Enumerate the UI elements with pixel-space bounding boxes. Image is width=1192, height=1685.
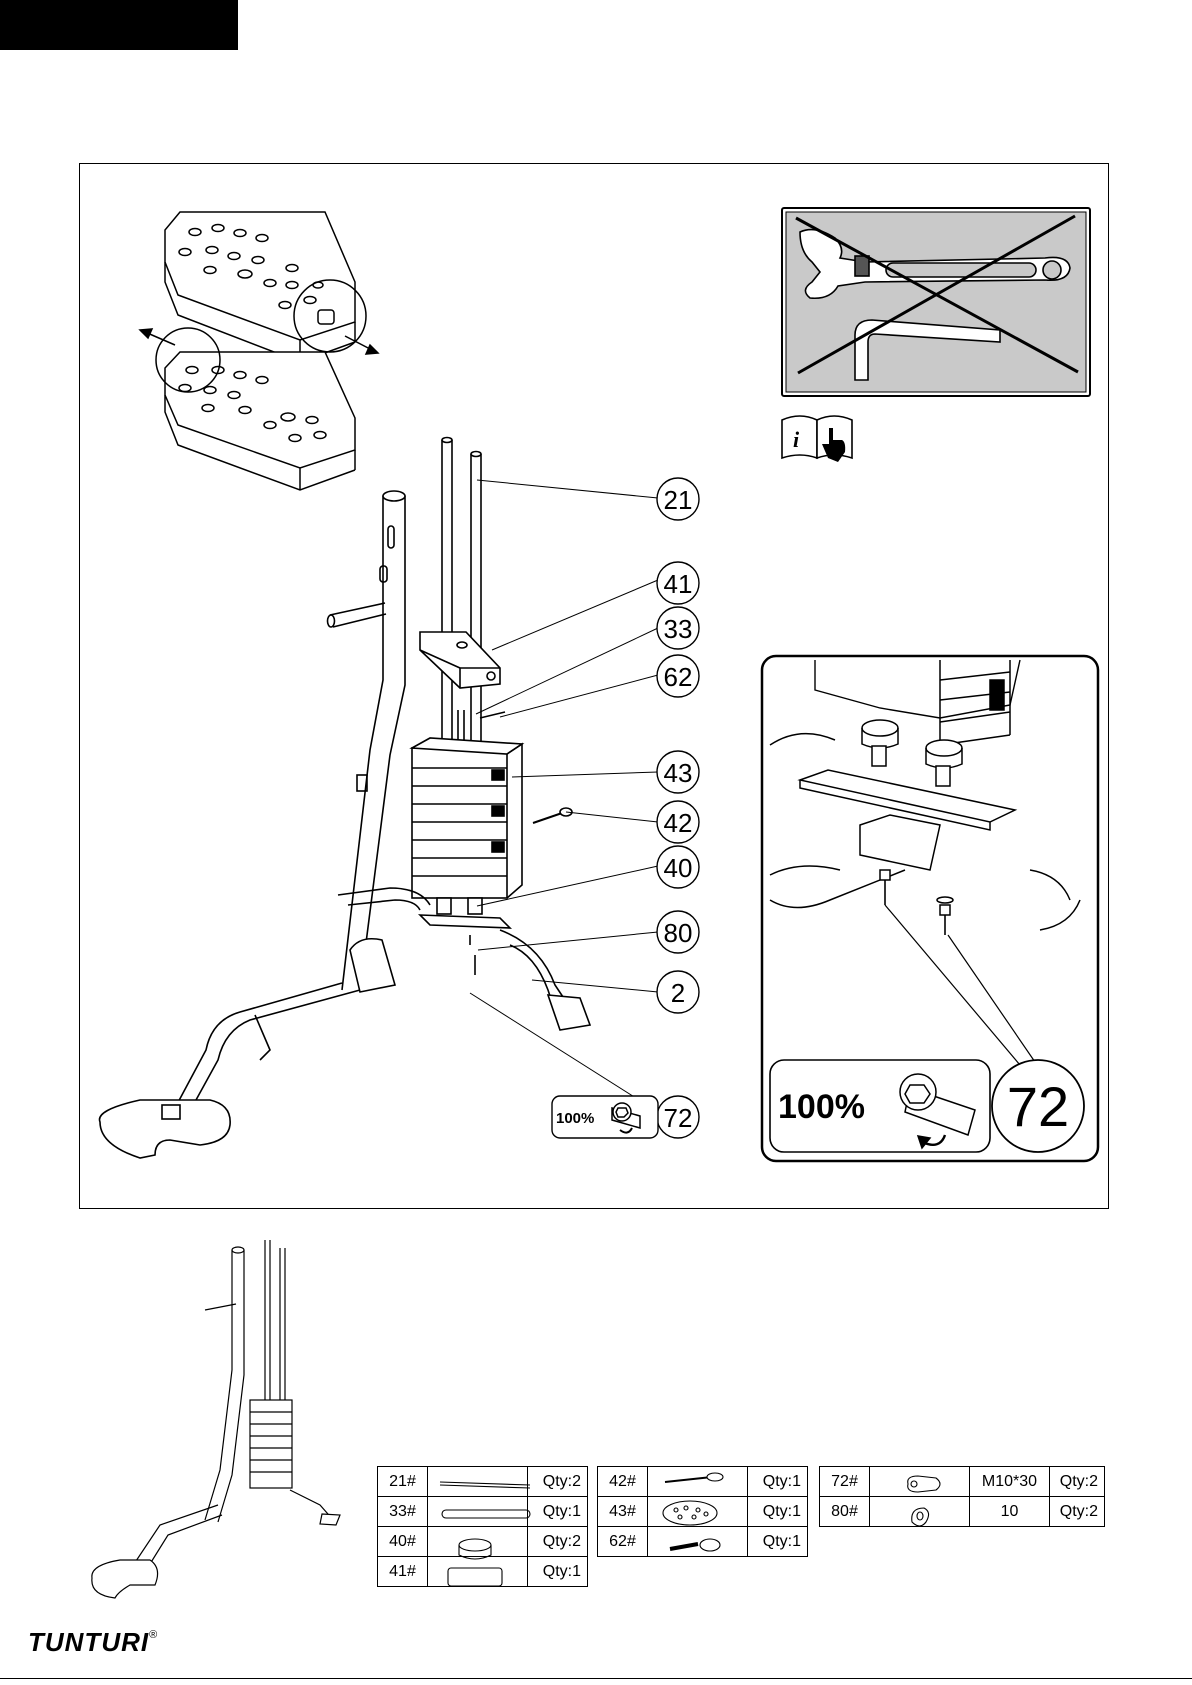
callout-21: 21 — [664, 485, 693, 515]
callout-41: 41 — [664, 569, 693, 599]
detail-inset: 100% 72 — [762, 656, 1098, 1161]
callout-72: 72 — [664, 1103, 693, 1133]
brand-logo: TUNTURI® — [28, 1627, 158, 1658]
parts-table-2: 42#Qty:1 43#Qty:1 62#Qty:1 — [597, 1466, 808, 1557]
torque-box-small: 100% — [552, 1096, 658, 1138]
weight-stack — [412, 738, 522, 898]
footer-rule — [0, 1678, 1192, 1679]
callout-42: 42 — [664, 808, 693, 838]
weight-station-frame — [100, 438, 591, 1159]
weight-plate-bottom — [156, 328, 355, 490]
callout-2: 2 — [671, 978, 685, 1008]
svg-text:100%: 100% — [778, 1088, 865, 1126]
weight-plate-top — [165, 212, 366, 362]
parts-table-1: 21#Qty:2 33#Qty:1 40#Qty:2 41#Qty:1 — [377, 1466, 588, 1587]
svg-text:100%: 100% — [556, 1110, 594, 1127]
callout-33: 33 — [664, 614, 693, 644]
callout-40: 40 — [664, 853, 693, 883]
callout-72-detail: 72 — [1007, 1075, 1069, 1138]
svg-text:i: i — [793, 427, 800, 452]
overview-illustration — [92, 1240, 340, 1598]
manual-info-icon: i — [782, 416, 852, 462]
callout-80: 80 — [664, 918, 693, 948]
no-tools-panel — [782, 208, 1090, 396]
callout-62: 62 — [664, 662, 693, 692]
callout-43: 43 — [664, 758, 693, 788]
